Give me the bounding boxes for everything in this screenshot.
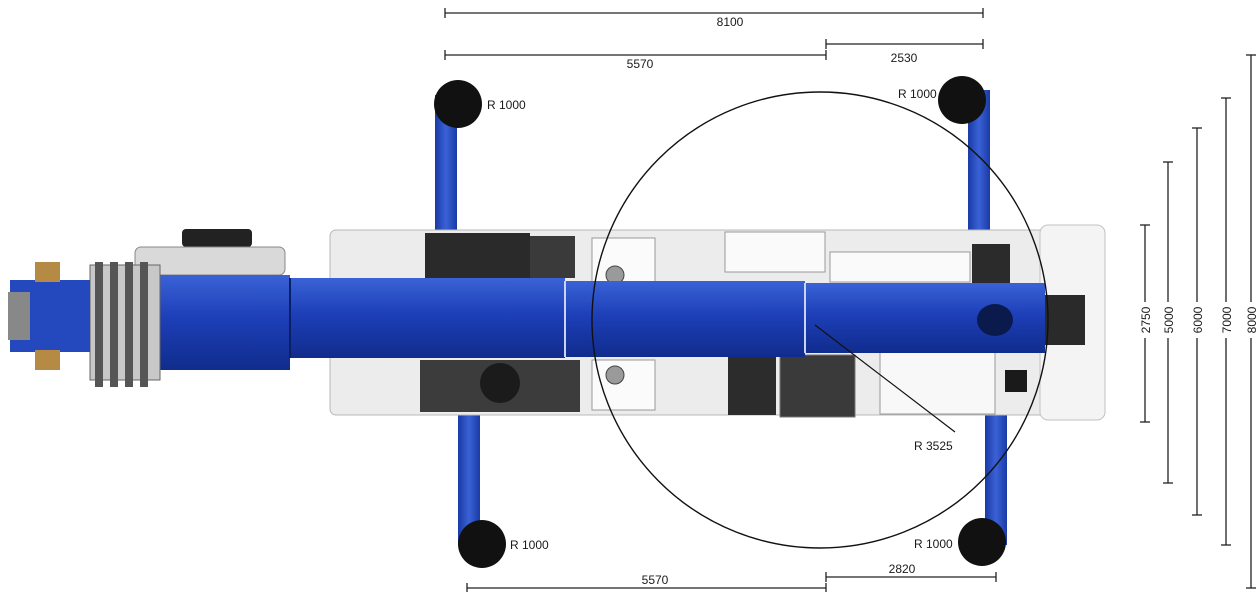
pad-bottom-left (458, 520, 506, 568)
dim-bottom-left-label: 5570 (642, 573, 669, 587)
telescopic-boom (8, 262, 1085, 387)
dim-width-5000-label: 5000 (1162, 306, 1176, 333)
dim-width-8000-label: 8000 (1245, 306, 1259, 333)
dim-top-left-label: 5570 (627, 57, 654, 71)
dim-bottom-left: 5570 (466, 573, 827, 592)
slewing-radius-label: R 3525 (914, 439, 953, 453)
dim-width-2750-label: 2750 (1139, 306, 1153, 333)
pad-top-right (938, 76, 986, 124)
dim-bottom-right-label: 2820 (889, 562, 916, 576)
winch (1045, 295, 1085, 345)
dim-top-left: 5570 (444, 50, 827, 71)
outrigger-bottom-left (458, 415, 480, 545)
pad-top-left-radius-label: R 1000 (487, 98, 526, 112)
slewing-radius-line (814, 324, 956, 433)
outrigger-pads (434, 76, 1006, 568)
dim-top-overall: 8100 (444, 8, 984, 29)
pad-bottom-right-radius-label: R 1000 (914, 537, 953, 551)
pad-top-left (434, 80, 482, 128)
dim-width-7000-label: 7000 (1220, 306, 1234, 333)
slewing-radius (591, 91, 1049, 549)
outriggers (435, 90, 1007, 545)
dim-top-right: 2530 (825, 39, 984, 65)
engine-grille-top (425, 233, 530, 281)
dim-width-2750: 2750 (1137, 224, 1153, 423)
dim-top-overall-label: 8100 (717, 15, 744, 29)
pad-top-right-radius-label: R 1000 (898, 87, 937, 101)
dim-width-5000: 5000 (1160, 161, 1176, 484)
outrigger-top-right (968, 90, 990, 235)
outrigger-top-left (435, 95, 457, 235)
pad-bottom-right (958, 518, 1006, 566)
pad-bottom-left-radius-label: R 1000 (510, 538, 549, 552)
dim-width-8000: 8000 (1243, 54, 1259, 589)
dim-top-right-label: 2530 (891, 51, 918, 65)
dim-width-6000-label: 6000 (1191, 306, 1205, 333)
slewing-circle (591, 91, 1049, 549)
dim-width-6000: 6000 (1189, 127, 1205, 516)
dim-width-7000: 7000 (1218, 97, 1234, 546)
dim-bottom-right: 2820 (825, 562, 997, 582)
operator-cab (728, 355, 776, 415)
outrigger-bottom-right (985, 410, 1007, 545)
